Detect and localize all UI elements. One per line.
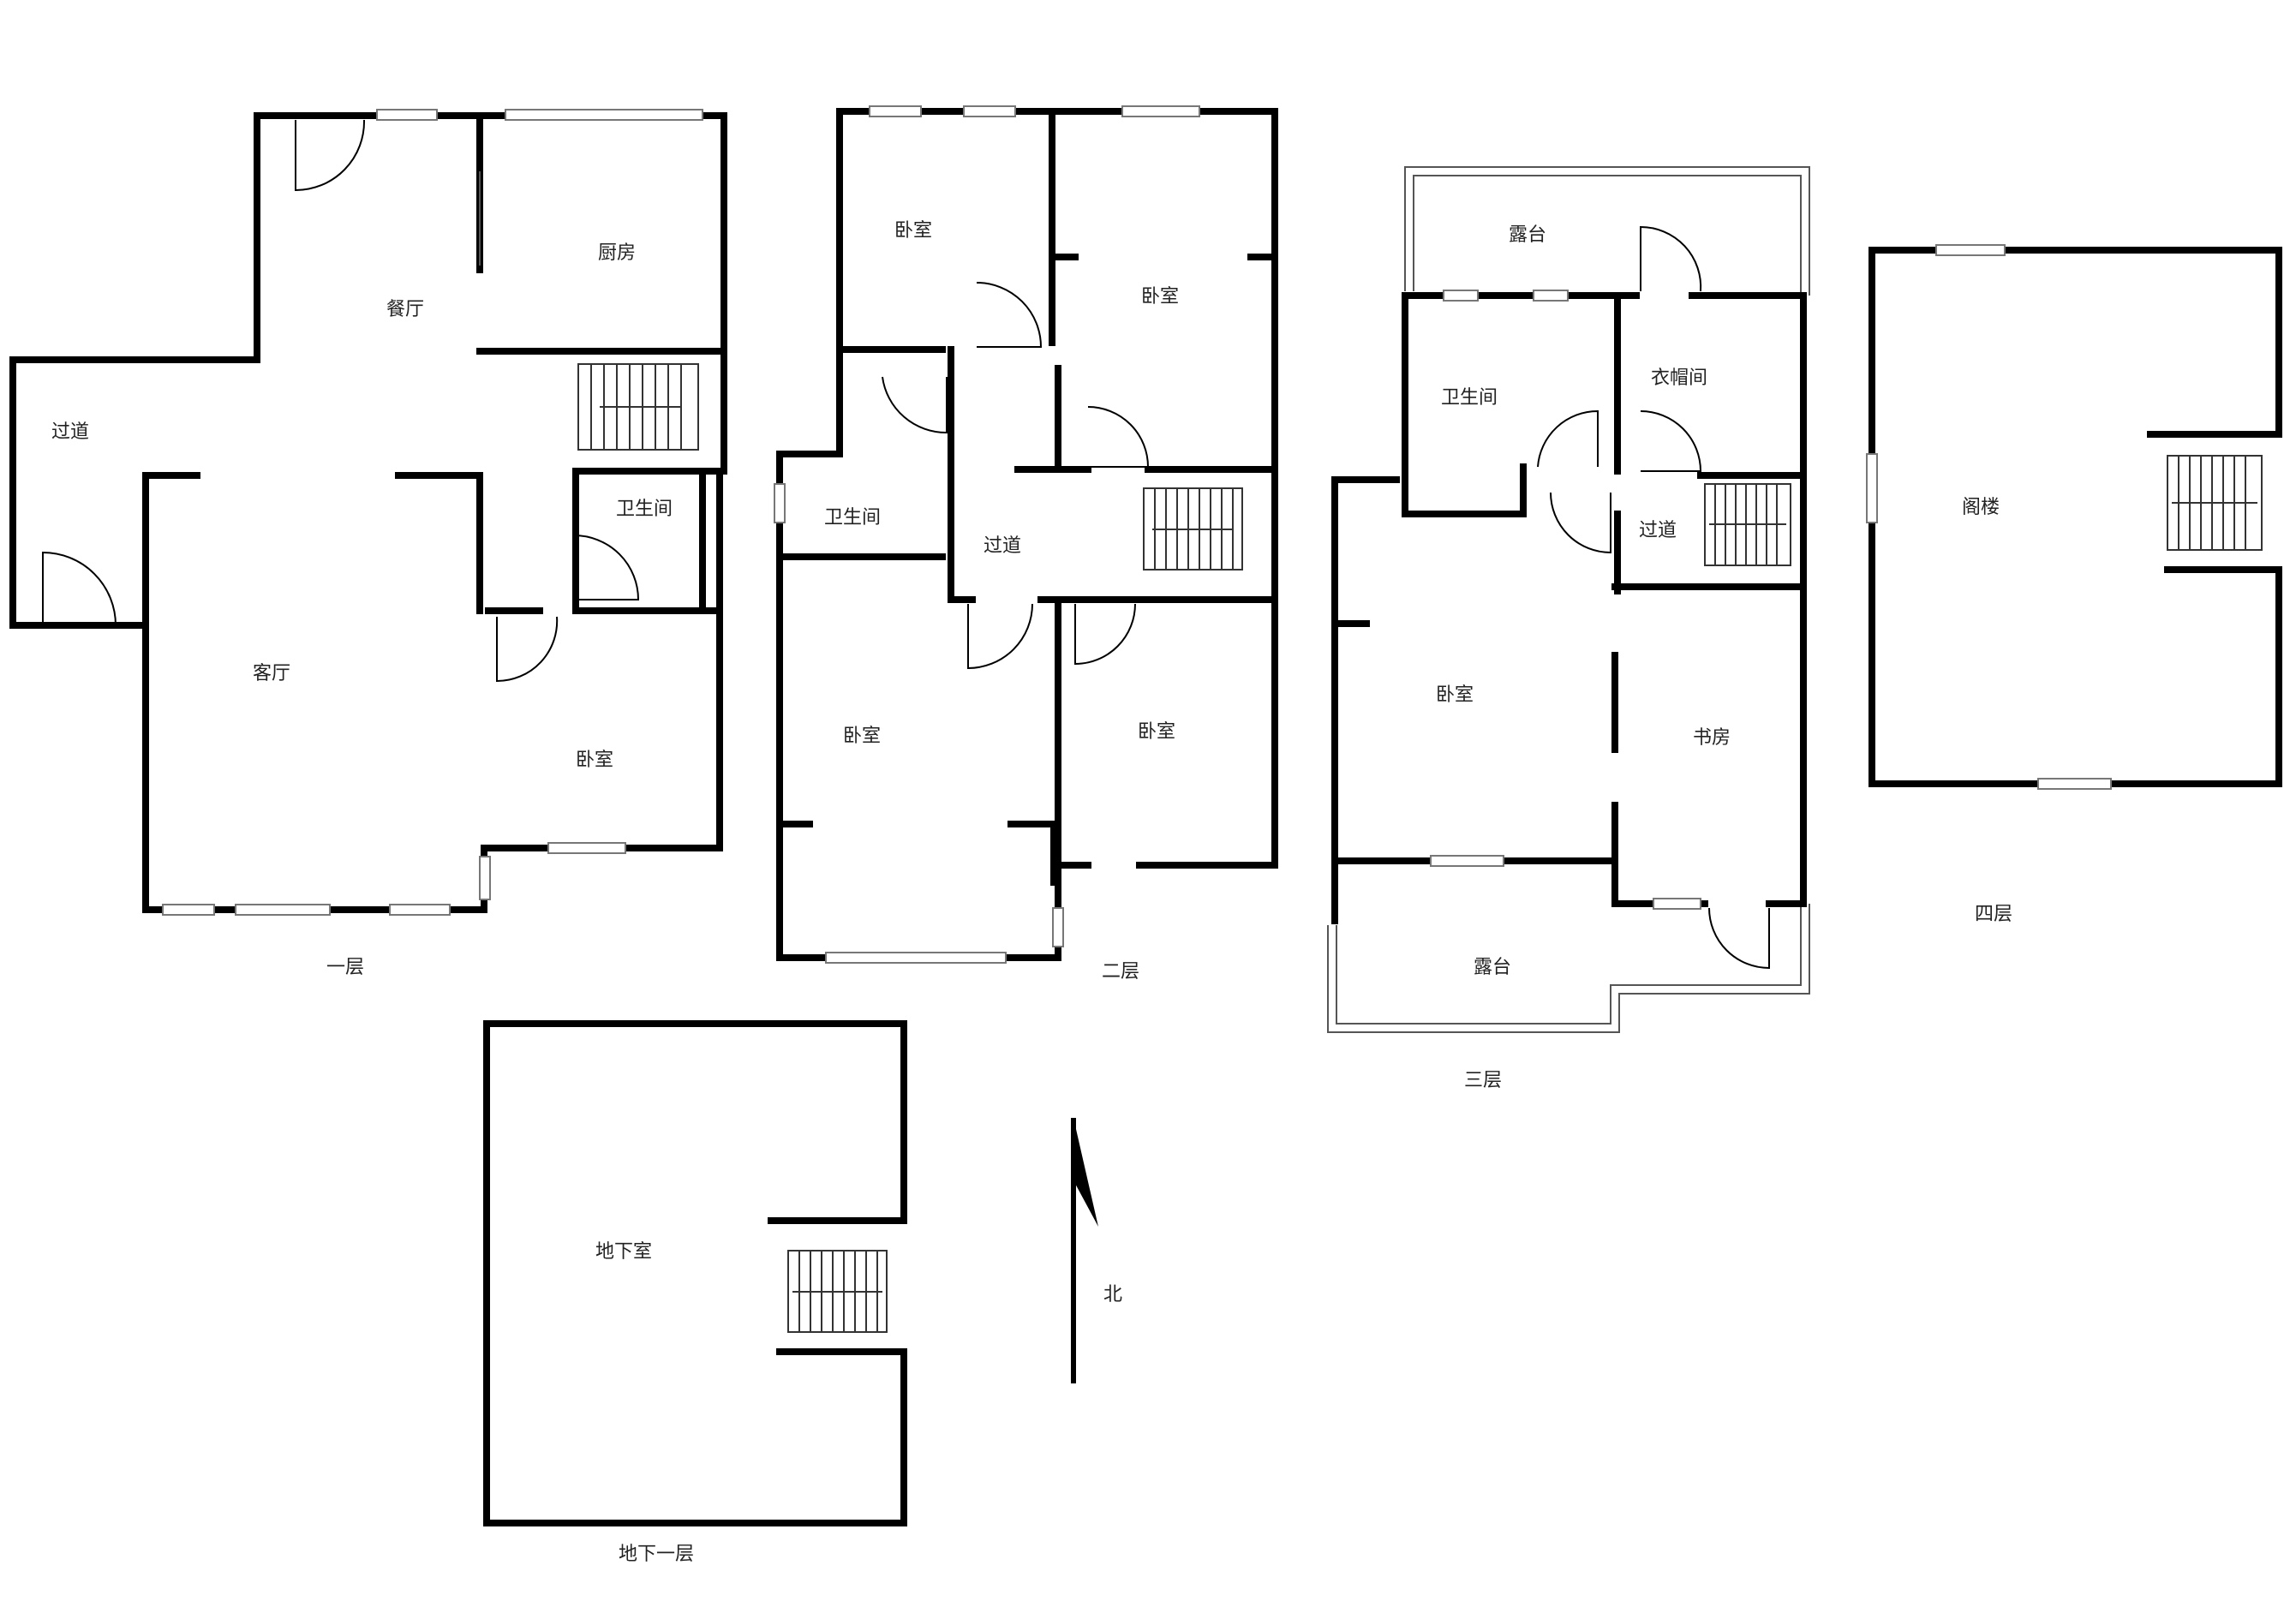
floor-1-caption: 一层 [326,957,364,978]
room-label-bedroom-se: 卧室 [1138,721,1175,743]
room-label-passage: 过道 [51,421,89,443]
floor-1-doors [42,119,640,683]
room-label-study: 书房 [1693,727,1731,749]
room-label-bathroom: 卫生间 [1441,387,1498,409]
floor-3-terraces [1327,166,1810,1033]
room-label-passage: 过道 [984,535,1021,557]
floor-2-stairs [1143,487,1243,571]
room-label-bedroom: 卧室 [576,750,613,771]
floor-4-caption: 四层 [1975,904,2012,925]
room-label-kitchen: 厨房 [598,242,636,264]
room-label-closet: 衣帽间 [1651,367,1707,389]
room-label-terrace-north: 露台 [1509,224,1546,246]
room-label-bathroom: 卫生间 [616,499,673,520]
room-label-bedroom-nw: 卧室 [894,220,932,242]
floor-3-caption: 三层 [1464,1070,1502,1091]
floor-4: 阁楼 四层 [1866,244,2282,925]
floor-3: 露台 卫生间 衣帽间 过道 卧室 书房 露台 三层 [1327,166,1810,1091]
floor-3-doors [1537,225,1770,970]
room-label-bedroom: 卧室 [1436,684,1474,706]
room-label-bedroom-ne: 卧室 [1141,286,1179,308]
floor-3-stairs [1704,483,1791,566]
room-label-bedroom-sw: 卧室 [843,726,881,747]
room-label-basement: 地下室 [595,1241,652,1263]
floor-4-windows [1866,244,2112,790]
room-label-terrace-south: 露台 [1474,957,1511,978]
compass-north-label: 北 [1103,1284,1122,1305]
floor-3-walls [1331,292,1807,924]
basement-walls [483,1020,907,1526]
floor-3-windows [1430,290,1701,910]
basement-caption: 地下一层 [619,1544,694,1565]
room-label-passage: 过道 [1639,520,1677,541]
floor-2-windows [774,105,1200,964]
floor-2-doors [882,282,1150,670]
floor-1: 餐厅 厨房 过道 客厅 卫生间 卧室 一层 [9,109,727,978]
room-label-attic: 阁楼 [1962,497,2000,518]
floor-2: 卧室 卧室 卫生间 过道 卧室 卧室 二层 [774,105,1278,983]
floor-1-walls [9,112,727,913]
room-label-dining: 餐厅 [386,299,424,320]
basement-stairs [787,1250,888,1333]
room-label-bathroom: 卫生间 [824,507,881,529]
floor-1-stairs [577,363,699,451]
floor-2-caption: 二层 [1102,961,1139,983]
floor-4-stairs [2167,455,2263,551]
basement-floor: 地下室 地下一层 [483,1020,907,1565]
floor-1-windows [162,109,703,916]
room-label-living: 客厅 [253,663,290,684]
north-arrow: 北 [1071,1118,1122,1383]
